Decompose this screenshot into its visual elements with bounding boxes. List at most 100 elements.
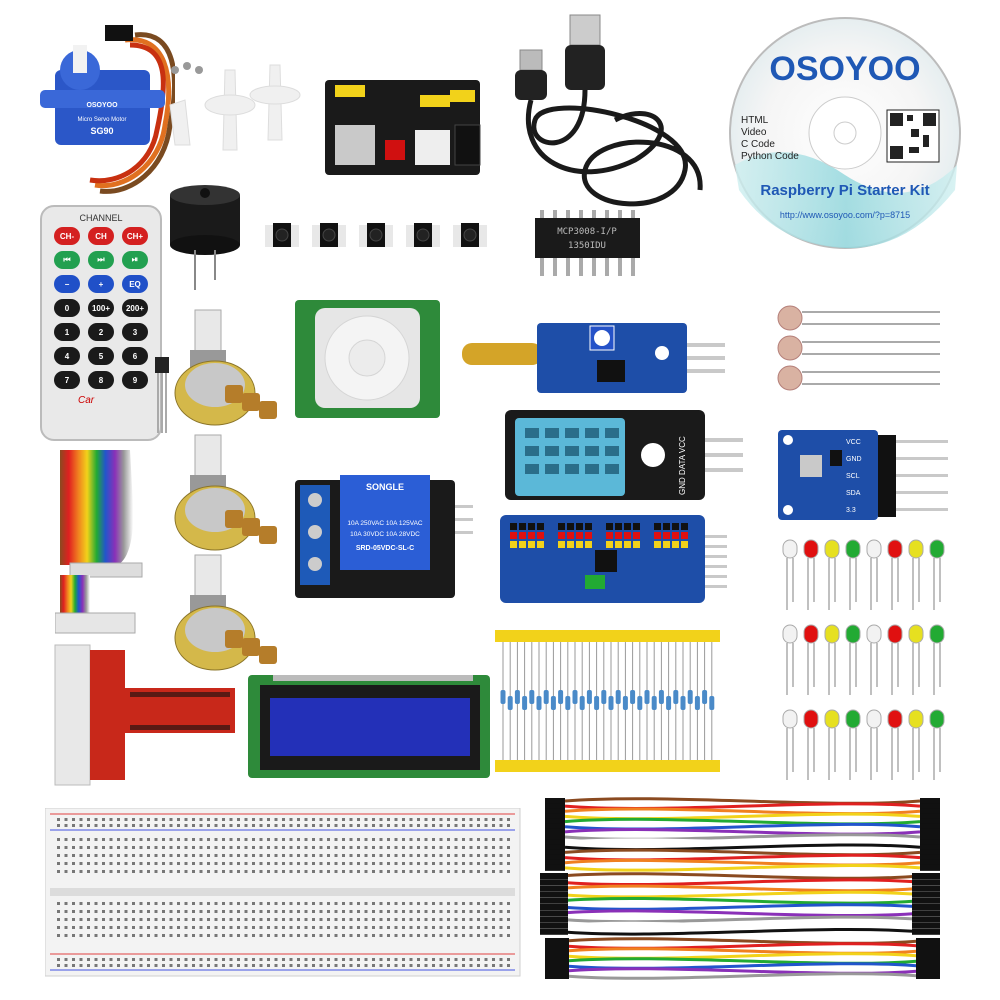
gpio-ribbon-cable: [55, 450, 143, 634]
resistor: [630, 690, 636, 704]
lcd-1602-display: [248, 675, 490, 778]
led: [803, 624, 819, 644]
led-set: [782, 539, 945, 780]
jumper-wires-female-female: [545, 937, 940, 980]
led: [824, 624, 840, 644]
dht11-sensor: GND DATA VCC: [505, 410, 743, 500]
resistor: [622, 696, 628, 710]
bmp-pin-sda: SDA: [846, 490, 861, 497]
cd-line-2: Video: [741, 127, 767, 138]
pwm-servo-driver: [500, 515, 727, 603]
remote-key: 100+: [88, 299, 114, 317]
relay-spec-1: 10A 250VAC 10A 125VAC: [347, 520, 423, 527]
remote-key: 8: [88, 371, 114, 389]
led: [929, 709, 945, 729]
led: [929, 539, 945, 559]
led: [887, 709, 903, 729]
resistor: [673, 690, 679, 704]
led: [908, 539, 924, 559]
remote-key: 0: [54, 299, 80, 317]
ir-receiver: [155, 357, 169, 433]
bmp-pin-vcc: VCC: [846, 439, 861, 446]
resistor: [514, 690, 520, 704]
breadboard-power-module: [325, 80, 481, 175]
buzzer: [170, 185, 240, 290]
led: [845, 539, 861, 559]
resistor: [543, 690, 549, 704]
relay-module: SONGLE 10A 250VAC 10A 125VAC 10A 30VDC 1…: [295, 475, 473, 598]
led: [803, 539, 819, 559]
cd-url: http://www.osoyoo.com/?p=8715: [780, 210, 910, 220]
tilt-sensor-module: [462, 323, 725, 393]
led: [782, 539, 798, 559]
led: [908, 624, 924, 644]
resistor: [594, 696, 600, 710]
resistor: [694, 696, 700, 710]
servo-brand: OSOYOO: [86, 102, 118, 109]
remote-key: −: [54, 275, 80, 293]
t-cobbler-board: [54, 644, 235, 786]
led: [866, 709, 882, 729]
cd-title: Raspberry Pi Starter Kit: [760, 182, 929, 199]
remote-key: 1: [54, 323, 80, 341]
led: [866, 624, 882, 644]
remote-key: 5: [88, 347, 114, 365]
qr-code-icon: [886, 109, 940, 163]
led: [887, 539, 903, 559]
resistor: [615, 690, 621, 704]
push-buttons: [265, 223, 487, 247]
potentiometer-2: [174, 434, 277, 551]
remote-key: ⏭: [88, 251, 114, 269]
cd-line-1: HTML: [741, 115, 769, 126]
bmp-pin-scl: SCL: [846, 473, 860, 480]
remote-key: EQ: [122, 275, 148, 293]
photoresistors: [777, 305, 940, 391]
servo-model: SG90: [90, 126, 113, 136]
resistor: [601, 690, 607, 704]
remote-key: CH+: [122, 227, 148, 245]
remote-key: CH-: [54, 227, 80, 245]
cd-line-3: C Code: [741, 139, 775, 150]
led: [845, 624, 861, 644]
remote-key: ⏯: [122, 251, 148, 269]
led: [824, 539, 840, 559]
resistor-strip: [495, 630, 720, 772]
resistor: [666, 696, 672, 710]
led: [824, 709, 840, 729]
led: [887, 624, 903, 644]
remote-key: 6: [122, 347, 148, 365]
adc-chip: MCP3008-I/P 1350IDU: [535, 210, 640, 276]
relay-model: SRD-05VDC-SL-C: [356, 545, 414, 552]
usb-cable: [515, 14, 703, 207]
remote-key: 200+: [122, 299, 148, 317]
remote-key: +: [88, 275, 114, 293]
led: [845, 709, 861, 729]
resistor: [637, 696, 643, 710]
dht-pin-labels: GND DATA VCC: [678, 436, 687, 495]
bmp280-sensor: VCC GND SCL SDA 3.3: [778, 430, 948, 520]
led: [803, 709, 819, 729]
led: [782, 709, 798, 729]
led: [866, 539, 882, 559]
resistor: [572, 690, 578, 704]
relay-spec-2: 10A 30VDC 10A 28VDC: [350, 531, 420, 538]
chip-label-2: 1350IDU: [568, 241, 606, 251]
resistor: [536, 696, 542, 710]
resistor: [608, 696, 614, 710]
resistor: [651, 696, 657, 710]
remote-brand: Car: [78, 395, 95, 406]
cd-line-4: Python Code: [741, 151, 799, 162]
resistor: [586, 690, 592, 704]
potentiometer-1: [174, 309, 277, 426]
led: [782, 624, 798, 644]
jumper-wires-male-male: [545, 797, 940, 872]
resistor: [644, 690, 650, 704]
breadboard: [45, 808, 521, 977]
resistor: [565, 696, 571, 710]
pir-motion-sensor: [295, 300, 440, 418]
resistor: [658, 690, 664, 704]
remote-key: 7: [54, 371, 80, 389]
led: [908, 709, 924, 729]
led: [929, 624, 945, 644]
